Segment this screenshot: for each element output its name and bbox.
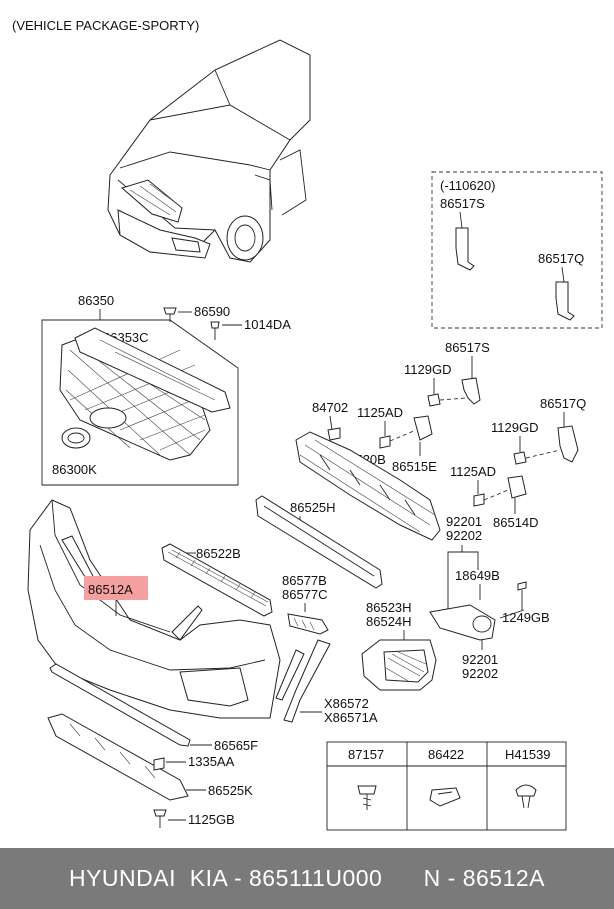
table-header-86422: 86422 bbox=[428, 747, 464, 762]
parts-diagram: (VEHICLE PACKAGE-SPORTY) (-110620) 86517… bbox=[12, 18, 603, 831]
footer-part-number: HYUNDAI KIA - 865111U000 N - 86512A bbox=[0, 848, 614, 909]
fastener-86590: 86590 bbox=[163, 304, 230, 322]
clip-nut-icon bbox=[429, 787, 461, 807]
label-1014DA: 1014DA bbox=[244, 317, 291, 332]
fastener-table: 87157 86422 H41539 bbox=[326, 741, 567, 831]
label-92202-a: 92202 bbox=[446, 528, 482, 543]
label-1335AA: 1335AA bbox=[188, 754, 235, 769]
label-1249GB: 1249GB bbox=[502, 610, 550, 625]
label-X86571A: X86571A bbox=[324, 710, 378, 725]
label-86512A: 86512A bbox=[88, 582, 133, 597]
label-86525K: 86525K bbox=[208, 783, 253, 798]
fastener-1014DA: 1014DA bbox=[210, 317, 291, 340]
label-92202-b: 92202 bbox=[462, 666, 498, 681]
label-86517Q-inset: 86517Q bbox=[538, 251, 584, 266]
label-X86572: X86572 bbox=[324, 696, 369, 711]
label-86565F: 86565F bbox=[214, 738, 258, 753]
upper-garnish: 86525H bbox=[255, 495, 383, 589]
inset-note: (-110620) bbox=[440, 178, 495, 193]
inset-box-110620: (-110620) 86517S 86517Q bbox=[431, 171, 603, 329]
bracket-area: 86517S 1129GD 84702 1125AD 86517Q 1129GD… bbox=[312, 340, 586, 530]
label-86522B: 86522B bbox=[196, 546, 241, 561]
highlight-86512A bbox=[84, 576, 148, 600]
side-moldings: X86572 X86571A bbox=[275, 639, 378, 725]
label-1125GB: 1125GB bbox=[188, 812, 235, 827]
label-86300K: 86300K bbox=[52, 462, 97, 477]
label-86524H: 86524H bbox=[366, 614, 412, 629]
label-1129GD-a: 1129GD bbox=[404, 362, 451, 377]
bumper-beam bbox=[295, 431, 441, 541]
label-1129GD-b: 1129GD bbox=[491, 420, 538, 435]
table-header-H41539: H41539 bbox=[505, 747, 551, 762]
bracket-86577: 86577B 86577C bbox=[282, 573, 329, 635]
skid-plate: 1335AA 86525K 1125GB bbox=[47, 713, 253, 828]
label-1125AD-a: 1125AD bbox=[357, 405, 403, 420]
label-18649B: 18649B bbox=[455, 568, 500, 583]
lower-lip: 86565F bbox=[49, 663, 258, 753]
label-86517Q: 86517Q bbox=[540, 396, 586, 411]
label-92201-b: 92201 bbox=[462, 652, 498, 667]
label-86515E: 86515E bbox=[392, 459, 437, 474]
label-86517S: 86517S bbox=[445, 340, 490, 355]
screw-icon bbox=[357, 785, 377, 795]
lower-grille: 86522B bbox=[161, 543, 273, 617]
label-1125AD-b: 1125AD bbox=[450, 464, 496, 479]
bumper-cover: 86512A bbox=[27, 499, 281, 719]
push-rivet-icon bbox=[515, 784, 537, 797]
label-84702: 84702 bbox=[312, 400, 348, 415]
label-86514D: 86514D bbox=[493, 515, 539, 530]
table-header-87157: 87157 bbox=[348, 747, 384, 762]
label-86523H: 86523H bbox=[366, 600, 412, 615]
foglamp-group: 92201 92202 18649B 1249GB 92201 92202 bbox=[429, 514, 550, 681]
label-86525H: 86525H bbox=[290, 500, 336, 515]
label-86590: 86590 bbox=[194, 304, 230, 319]
label-86577C: 86577C bbox=[282, 587, 328, 602]
label-86517S-inset: 86517S bbox=[440, 196, 485, 211]
label-92201-a: 92201 bbox=[446, 514, 482, 529]
vehicle-package-note: (VEHICLE PACKAGE-SPORTY) bbox=[12, 18, 199, 33]
car-illustration bbox=[107, 39, 311, 263]
label-86577B: 86577B bbox=[282, 573, 327, 588]
label-86350: 86350 bbox=[78, 293, 114, 308]
foglamp-bezel: 86523H 86524H bbox=[361, 600, 437, 691]
grille-assembly: 86350 86353C 86300K bbox=[41, 293, 239, 486]
